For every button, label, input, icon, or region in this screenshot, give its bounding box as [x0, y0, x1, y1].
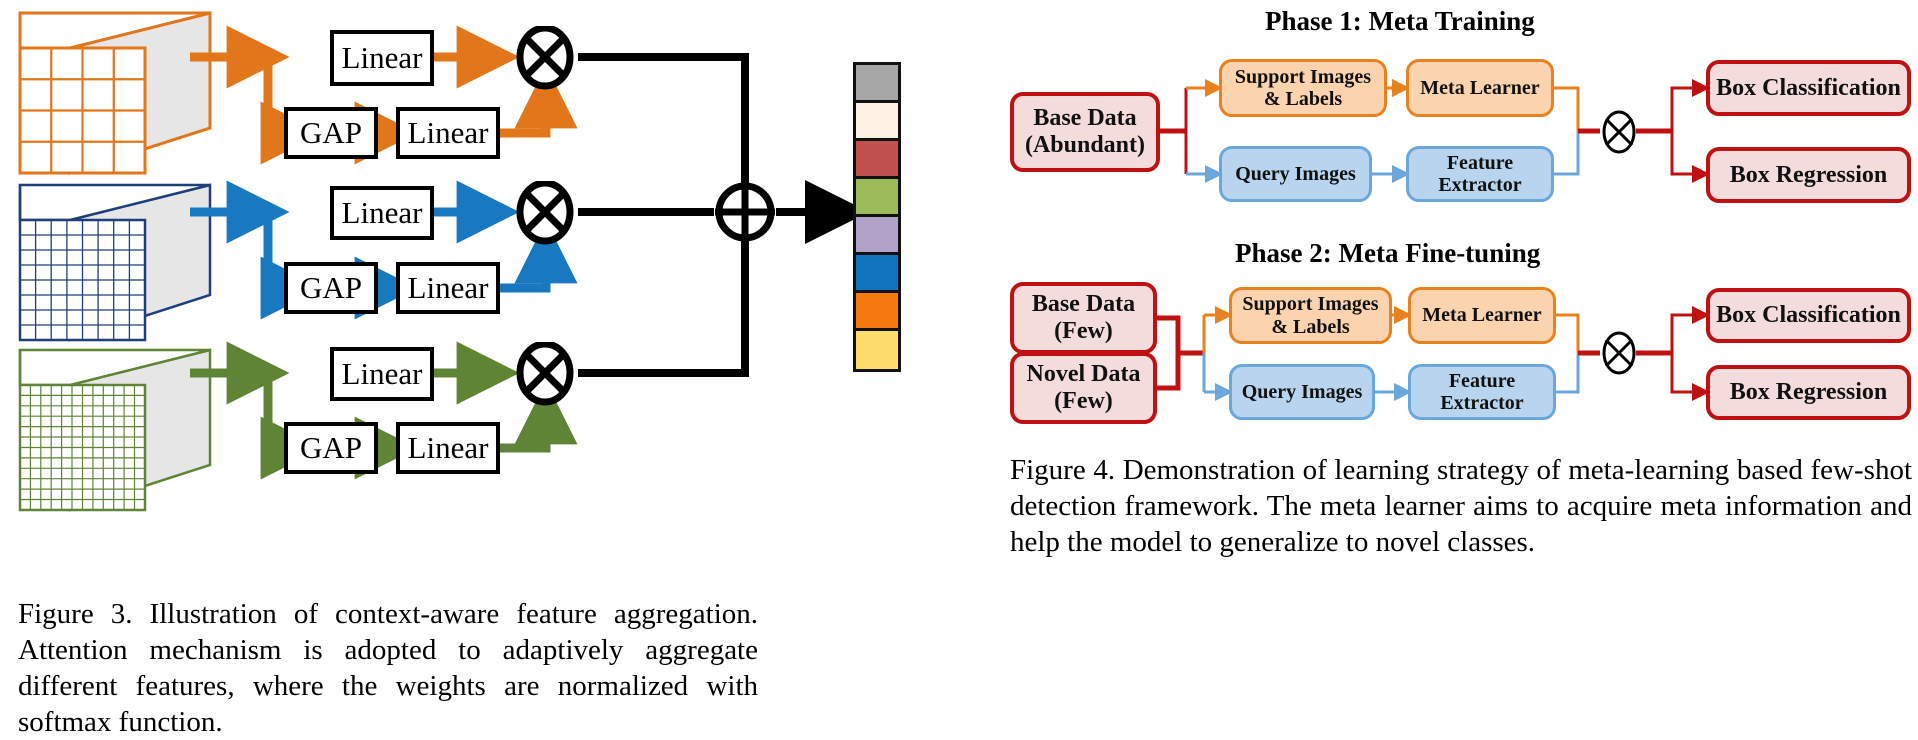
phase2-support-line2: & Labels: [1271, 315, 1350, 338]
multiply-operator-blue: [513, 181, 577, 245]
phase1-box-classification[interactable]: Box Classification: [1706, 60, 1911, 116]
gap-box-green[interactable]: GAP: [284, 422, 378, 474]
linear-box-orange-gap[interactable]: Linear: [396, 107, 500, 159]
phase2-feature-extractor-box[interactable]: Feature Extractor: [1408, 364, 1556, 420]
phase1-multiply-operator: [1598, 110, 1640, 159]
figure-4-panel: Phase 1: Meta Training: [1000, 0, 1918, 716]
linear-box-green-main[interactable]: Linear: [330, 347, 434, 401]
phase1-base-data-box[interactable]: Base Data (Abundant): [1010, 92, 1160, 172]
linear-box-green-gap[interactable]: Linear: [396, 422, 500, 474]
colorbar-cell: [856, 65, 898, 103]
colorbar-cell: [856, 331, 898, 369]
multiply-operator-orange: [513, 26, 577, 90]
phase2-novel-data-line2: (Few): [1054, 388, 1113, 414]
phase2-wiring: [1000, 270, 1918, 450]
coarse-feature-cube: [10, 8, 240, 188]
phase1-wiring: [1000, 0, 1918, 200]
phase2-support-line1: Support Images: [1242, 293, 1379, 316]
phase2-feature-line1: Feature: [1448, 369, 1516, 392]
colorbar-cell: [856, 255, 898, 293]
linear-box-blue-main[interactable]: Linear: [330, 186, 434, 240]
phase2-support-images-box[interactable]: Support Images & Labels: [1229, 287, 1392, 344]
medium-feature-cube: [10, 180, 240, 355]
phase2-base-data-box[interactable]: Base Data (Few): [1010, 282, 1157, 354]
phase1-support-line1: Support Images: [1234, 65, 1372, 88]
fine-feature-cube: [10, 345, 240, 525]
figure3-wiring: [0, 0, 960, 580]
phase1-box-regression[interactable]: Box Regression: [1706, 147, 1911, 203]
figure-3-caption: Figure 3. Illustration of context-aware …: [18, 598, 758, 738]
figure-3-panel: Linear GAP Linear Linear GAP Linear Line…: [0, 0, 960, 738]
phase1-feature-extractor-box[interactable]: Feature Extractor: [1406, 146, 1554, 202]
phase2-meta-learner-box[interactable]: Meta Learner: [1408, 287, 1556, 344]
colorbar-cell: [856, 141, 898, 179]
colorbar-cell: [856, 179, 898, 217]
phase2-feature-line2: Extractor: [1440, 392, 1524, 414]
phase1-base-data-line2: (Abundant): [1024, 132, 1146, 158]
phase1-meta-learner-box[interactable]: Meta Learner: [1406, 59, 1554, 117]
gap-box-blue[interactable]: GAP: [284, 262, 378, 314]
colorbar-cell: [856, 103, 898, 141]
colorbar-cell: [856, 293, 898, 331]
phase1-support-images-box[interactable]: Support Images & Labels: [1219, 59, 1387, 117]
phase2-box-regression[interactable]: Box Regression: [1706, 365, 1911, 420]
phase2-multiply-operator: [1598, 331, 1640, 380]
phase1-support-line2: & Labels: [1263, 88, 1343, 110]
phase2-base-data-line2: (Few): [1054, 318, 1113, 344]
figure-4-caption: Figure 4. Demonstration of learning stra…: [1010, 454, 1912, 558]
phase1-base-data-line1: Base Data: [1033, 105, 1137, 132]
phase1-feature-line1: Feature: [1446, 151, 1514, 174]
aggregated-feature-colorbar: [853, 62, 901, 372]
phase1-query-images-box[interactable]: Query Images: [1219, 146, 1372, 202]
sum-operator: [713, 181, 777, 245]
phase2-box-classification[interactable]: Box Classification: [1706, 288, 1911, 343]
phase2-novel-data-line1: Novel Data: [1026, 361, 1141, 388]
phase2-query-images-box[interactable]: Query Images: [1229, 364, 1375, 420]
phase2-novel-data-box[interactable]: Novel Data (Few): [1010, 352, 1157, 424]
gap-box-orange[interactable]: GAP: [284, 107, 378, 159]
phase-2-title: Phase 2: Meta Fine-tuning: [1235, 238, 1541, 268]
colorbar-cell: [856, 217, 898, 255]
linear-box-blue-gap[interactable]: Linear: [396, 262, 500, 314]
multiply-operator-green: [513, 342, 577, 406]
phase2-base-data-line1: Base Data: [1031, 291, 1136, 318]
phase1-feature-line2: Extractor: [1438, 174, 1522, 196]
linear-box-orange-main[interactable]: Linear: [330, 30, 434, 86]
phase-1-title: Phase 1: Meta Training: [1265, 6, 1535, 36]
